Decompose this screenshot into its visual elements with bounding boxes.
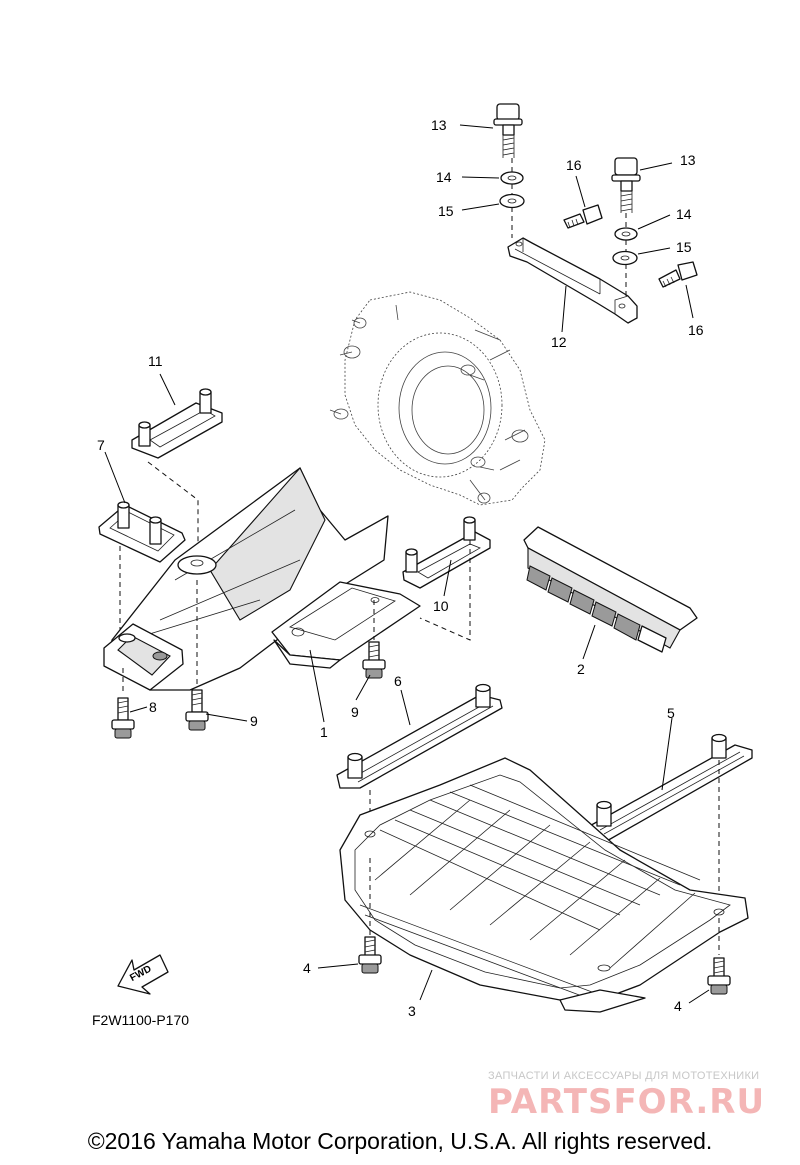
callout-9-right: 9 xyxy=(351,704,359,720)
bolt-8 xyxy=(111,668,135,739)
callout-8: 8 xyxy=(149,699,157,715)
copyright-notice: ©2016 Yamaha Motor Corporation, U.S.A. A… xyxy=(87,1128,713,1154)
callout-6: 6 xyxy=(394,673,402,689)
callout-10: 10 xyxy=(433,598,449,614)
intake-duct-1 xyxy=(103,467,421,691)
bolt-4-right xyxy=(707,918,731,995)
jet-pump-housing xyxy=(329,291,546,506)
callout-13-right: 13 xyxy=(680,152,696,168)
callout-16-right: 16 xyxy=(688,322,704,338)
bolt-9-right xyxy=(362,600,386,679)
callout-4-left: 4 xyxy=(303,960,311,976)
callout-9-left: 9 xyxy=(250,713,258,729)
rubber-block-2 xyxy=(523,526,698,653)
bolt-4-left xyxy=(358,858,382,974)
figure-code: F2W1100-P170 xyxy=(92,1012,190,1028)
callout-12: 12 xyxy=(551,334,567,350)
washer-14-left xyxy=(500,171,524,185)
washer-14-right xyxy=(614,227,638,241)
callout-14-right: 14 xyxy=(676,206,692,222)
callout-2: 2 xyxy=(577,661,585,677)
bracket-11 xyxy=(131,388,223,548)
callout-1: 1 xyxy=(320,724,328,740)
bolt-13-right xyxy=(611,157,641,213)
watermark-brand: PARTSFOR.RU xyxy=(488,1082,766,1122)
callout-labels: 13 14 15 16 13 14 15 16 12 11 7 10 2 8 9… xyxy=(97,117,704,1019)
rail-6 xyxy=(336,683,503,828)
rail-5 xyxy=(585,733,753,905)
bolt-9-left xyxy=(185,580,209,731)
bolt-13-left xyxy=(493,103,523,158)
callout-14-left: 14 xyxy=(436,169,452,185)
watermark-tagline: ЗАПЧАСТИ И АКСЕССУАРЫ ДЛЯ МОТОТЕХНИКИ xyxy=(488,1070,760,1082)
callout-5: 5 xyxy=(667,705,675,721)
callout-16-left: 16 xyxy=(566,157,582,173)
callout-4-right: 4 xyxy=(674,998,682,1014)
fwd-arrow-icon: FWD xyxy=(117,954,169,995)
mount-7 xyxy=(98,501,186,630)
washer-15-right xyxy=(612,250,638,266)
callout-3: 3 xyxy=(408,1003,416,1019)
stay-assembly-12 xyxy=(493,103,698,324)
bracket-10 xyxy=(402,516,491,641)
bolt-16-right xyxy=(658,261,698,288)
callout-7: 7 xyxy=(97,437,105,453)
leader-lines xyxy=(104,124,710,1004)
intake-grate-3 xyxy=(339,757,749,1013)
washer-15-left xyxy=(499,193,525,209)
callout-13-left: 13 xyxy=(431,117,447,133)
callout-11: 11 xyxy=(148,353,163,369)
callout-15-right: 15 xyxy=(676,239,692,255)
callout-15-left: 15 xyxy=(438,203,454,219)
bolt-16-left xyxy=(563,204,603,229)
